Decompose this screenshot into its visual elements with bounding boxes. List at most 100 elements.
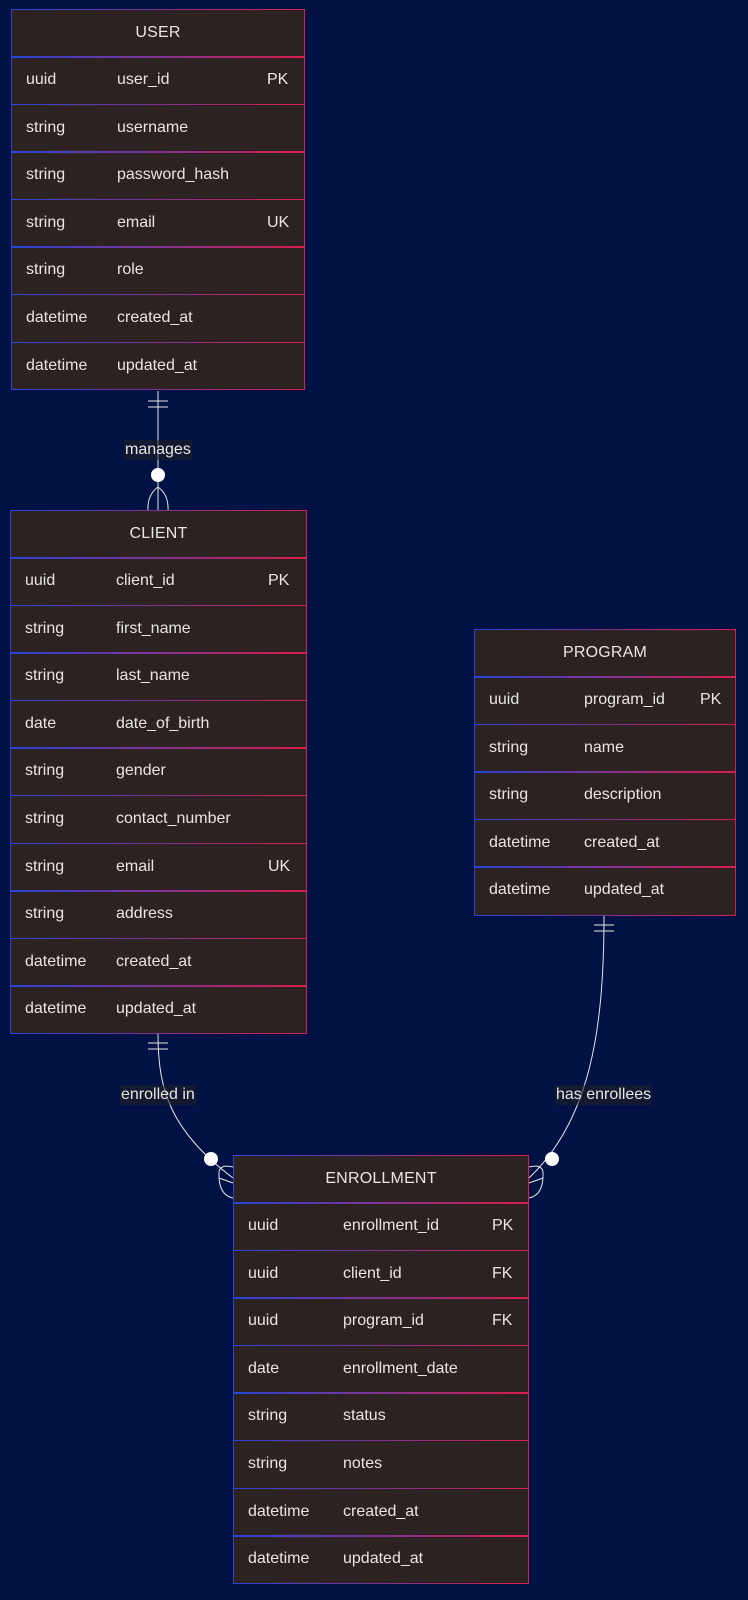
manages-crowfoot-left xyxy=(147,486,159,512)
attribute-name: first_name xyxy=(116,619,191,637)
attribute-row: date date_of_birth xyxy=(11,699,306,748)
entity-title: CLIENT xyxy=(129,525,188,542)
attribute-type: datetime xyxy=(489,881,551,899)
attribute-name: updated_at xyxy=(116,1000,197,1018)
attribute-key-badge: FK xyxy=(492,1264,513,1282)
attribute-key-badge: PK xyxy=(700,691,722,708)
entity-title: ENROLLMENT xyxy=(325,1170,437,1187)
attribute-row: datetime updated_at xyxy=(11,985,306,1033)
attribute-type: uuid xyxy=(248,1264,279,1282)
attribute-key-badge: PK xyxy=(492,1217,514,1234)
attribute-type: uuid xyxy=(489,691,520,708)
attribute-type: datetime xyxy=(25,952,87,970)
attribute-type: datetime xyxy=(489,833,551,851)
attribute-type: datetime xyxy=(25,1000,87,1018)
attribute-type: string xyxy=(26,213,66,231)
attribute-type: string xyxy=(26,118,66,136)
has-enrollees-zero-mark xyxy=(545,1152,559,1166)
attribute-name: notes xyxy=(343,1454,383,1472)
attribute-type: date xyxy=(25,714,57,732)
attribute-type: string xyxy=(25,857,65,875)
has-enrollees-line xyxy=(528,915,605,1179)
attribute-row: datetime updated_at xyxy=(12,341,304,390)
attribute-name: date_of_birth xyxy=(116,714,210,732)
attribute-name: user_id xyxy=(117,71,170,88)
entity-program[interactable]: PROGRAM uuid program_id PK string name string… xyxy=(474,629,736,916)
entity-title: USER xyxy=(135,24,181,41)
attribute-name: email xyxy=(116,857,155,875)
attribute-name: created_at xyxy=(343,1502,419,1520)
attribute-row: datetime created_at xyxy=(12,293,304,342)
attribute-key-badge: FK xyxy=(492,1312,513,1330)
attribute-type: string xyxy=(248,1454,288,1472)
enrolled-in-zero-mark xyxy=(204,1152,218,1166)
attribute-row: uuid enrollment_id PK xyxy=(234,1202,528,1250)
attribute-type: string xyxy=(248,1407,288,1425)
attribute-row: string username xyxy=(12,103,304,152)
has-enrollees-crowfoot-mid xyxy=(528,1177,544,1184)
attribute-row: string email UK xyxy=(11,842,306,891)
attribute-row: string email UK xyxy=(12,198,304,247)
attribute-name: updated_at xyxy=(343,1550,424,1568)
manages-zero-mark xyxy=(151,468,165,482)
attribute-row: uuid program_id FK xyxy=(234,1297,528,1345)
attribute-key-badge: PK xyxy=(268,572,290,589)
attribute-name: enrollment_id xyxy=(343,1217,440,1234)
attribute-key-badge: UK xyxy=(267,213,290,231)
attribute-type: datetime xyxy=(26,356,88,374)
attribute-name: program_id xyxy=(343,1312,424,1330)
relationship-label-has-enrollees: has enrollees xyxy=(555,1085,653,1105)
attribute-type: string xyxy=(489,786,529,804)
attribute-key-badge: UK xyxy=(268,857,291,875)
relationship-enrolled-in xyxy=(148,1033,234,1199)
attribute-name: program_id xyxy=(584,691,665,708)
relationship-label-manages: manages xyxy=(124,440,192,460)
attribute-type: datetime xyxy=(248,1550,310,1568)
attribute-type: string xyxy=(25,619,65,637)
attribute-type: string xyxy=(26,261,66,279)
attribute-type: string xyxy=(25,809,65,827)
relationship-has-enrollees xyxy=(528,915,614,1199)
attribute-name: created_at xyxy=(117,308,193,326)
enrolled-in-line xyxy=(157,1033,234,1179)
attribute-type: string xyxy=(25,667,65,685)
attribute-row: uuid program_id PK xyxy=(475,676,735,724)
attribute-name: updated_at xyxy=(117,356,198,374)
attribute-name: address xyxy=(116,905,173,923)
entity-title: PROGRAM xyxy=(562,644,648,661)
attribute-name: contact_number xyxy=(116,809,231,827)
attribute-type: uuid xyxy=(248,1217,279,1234)
attribute-row: datetime updated_at xyxy=(475,866,735,914)
attribute-row: datetime created_at xyxy=(234,1487,528,1536)
attribute-type: date xyxy=(248,1359,280,1377)
has-enrollees-crowfoot-top xyxy=(528,1165,544,1199)
enrolled-in-crowfoot-top xyxy=(218,1165,234,1199)
attribute-name: username xyxy=(117,118,189,136)
attribute-type: string xyxy=(25,905,65,923)
attribute-type: string xyxy=(25,762,65,780)
attribute-type: uuid xyxy=(248,1312,279,1330)
manages-crowfoot-right xyxy=(157,486,169,512)
attribute-name: name xyxy=(584,738,625,756)
attribute-type: datetime xyxy=(26,308,88,326)
attribute-name: client_id xyxy=(116,572,175,589)
attribute-type: datetime xyxy=(248,1502,310,1520)
attribute-type: string xyxy=(489,738,529,756)
attribute-name: email xyxy=(117,213,156,231)
attribute-name: updated_at xyxy=(584,881,665,899)
attribute-type: string xyxy=(26,166,66,184)
